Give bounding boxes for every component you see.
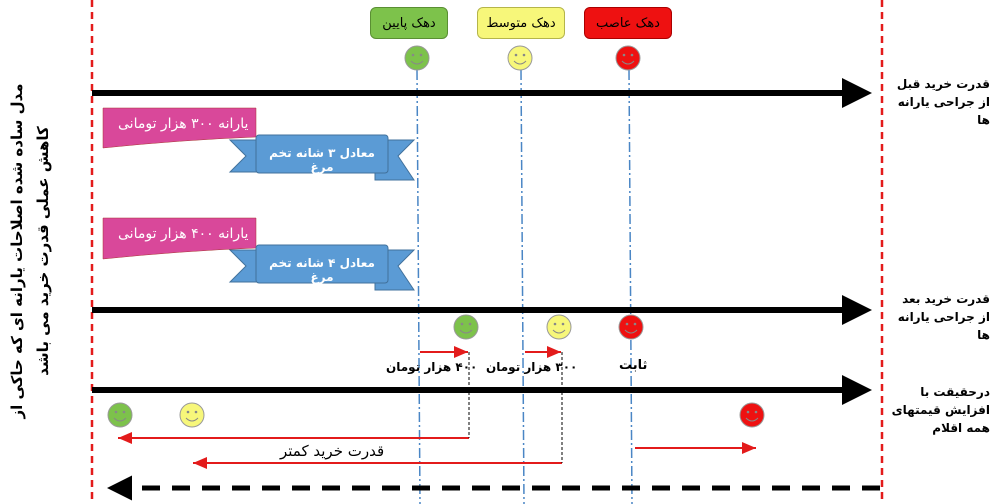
guide-mid <box>520 69 525 504</box>
ribbon-2-text: معادل ۴ شانه تخم مرغ <box>269 256 375 284</box>
smiley-low-icon <box>404 45 430 71</box>
row-label-before: قدرت خرید قبل از جراحی یارانه ها <box>896 77 990 127</box>
diagram-title: مدل ساده شده اصلاحات یارانه ای که حاکی ا… <box>8 83 52 419</box>
smiley-low-icon <box>453 314 479 340</box>
subsidy-banner-2-text: یارانه ۴۰۰ هزار تومانی <box>118 226 249 242</box>
ribbon-1-text: معادل ۳ شانه تخم مرغ <box>269 146 375 174</box>
increment-mid-label: ۳۰۰ هزار تومان <box>486 360 578 374</box>
increment-high-label: ثابت <box>619 358 648 373</box>
smiley-mid-icon <box>546 314 572 340</box>
category-high: دهک عاصب <box>584 7 672 39</box>
smiley-low-icon <box>107 402 133 428</box>
guide-high <box>628 69 633 504</box>
smiley-high-icon <box>618 314 644 340</box>
smiley-high-icon <box>615 45 641 71</box>
smiley-high-icon <box>739 402 765 428</box>
row-label-reality: درحقیقت با افزایش قیمتهای همه اقلام <box>891 385 990 435</box>
smiley-mid-icon <box>507 45 533 71</box>
category-low: دهک پایین <box>370 7 448 39</box>
row-label-after: قدرت خرید بعد از جراحی یارانه ها <box>897 292 990 342</box>
smiley-mid-icon <box>179 402 205 428</box>
category-mid: دهک متوسط <box>477 7 565 39</box>
subsidy-banner-1-text: یارانه ۳۰۰ هزار تومانی <box>118 116 249 132</box>
result-label: قدرت خرید کمتر <box>280 442 385 460</box>
guide-low <box>416 69 421 504</box>
increment-low-label: ۴۰۰ هزار تومان <box>386 360 478 374</box>
